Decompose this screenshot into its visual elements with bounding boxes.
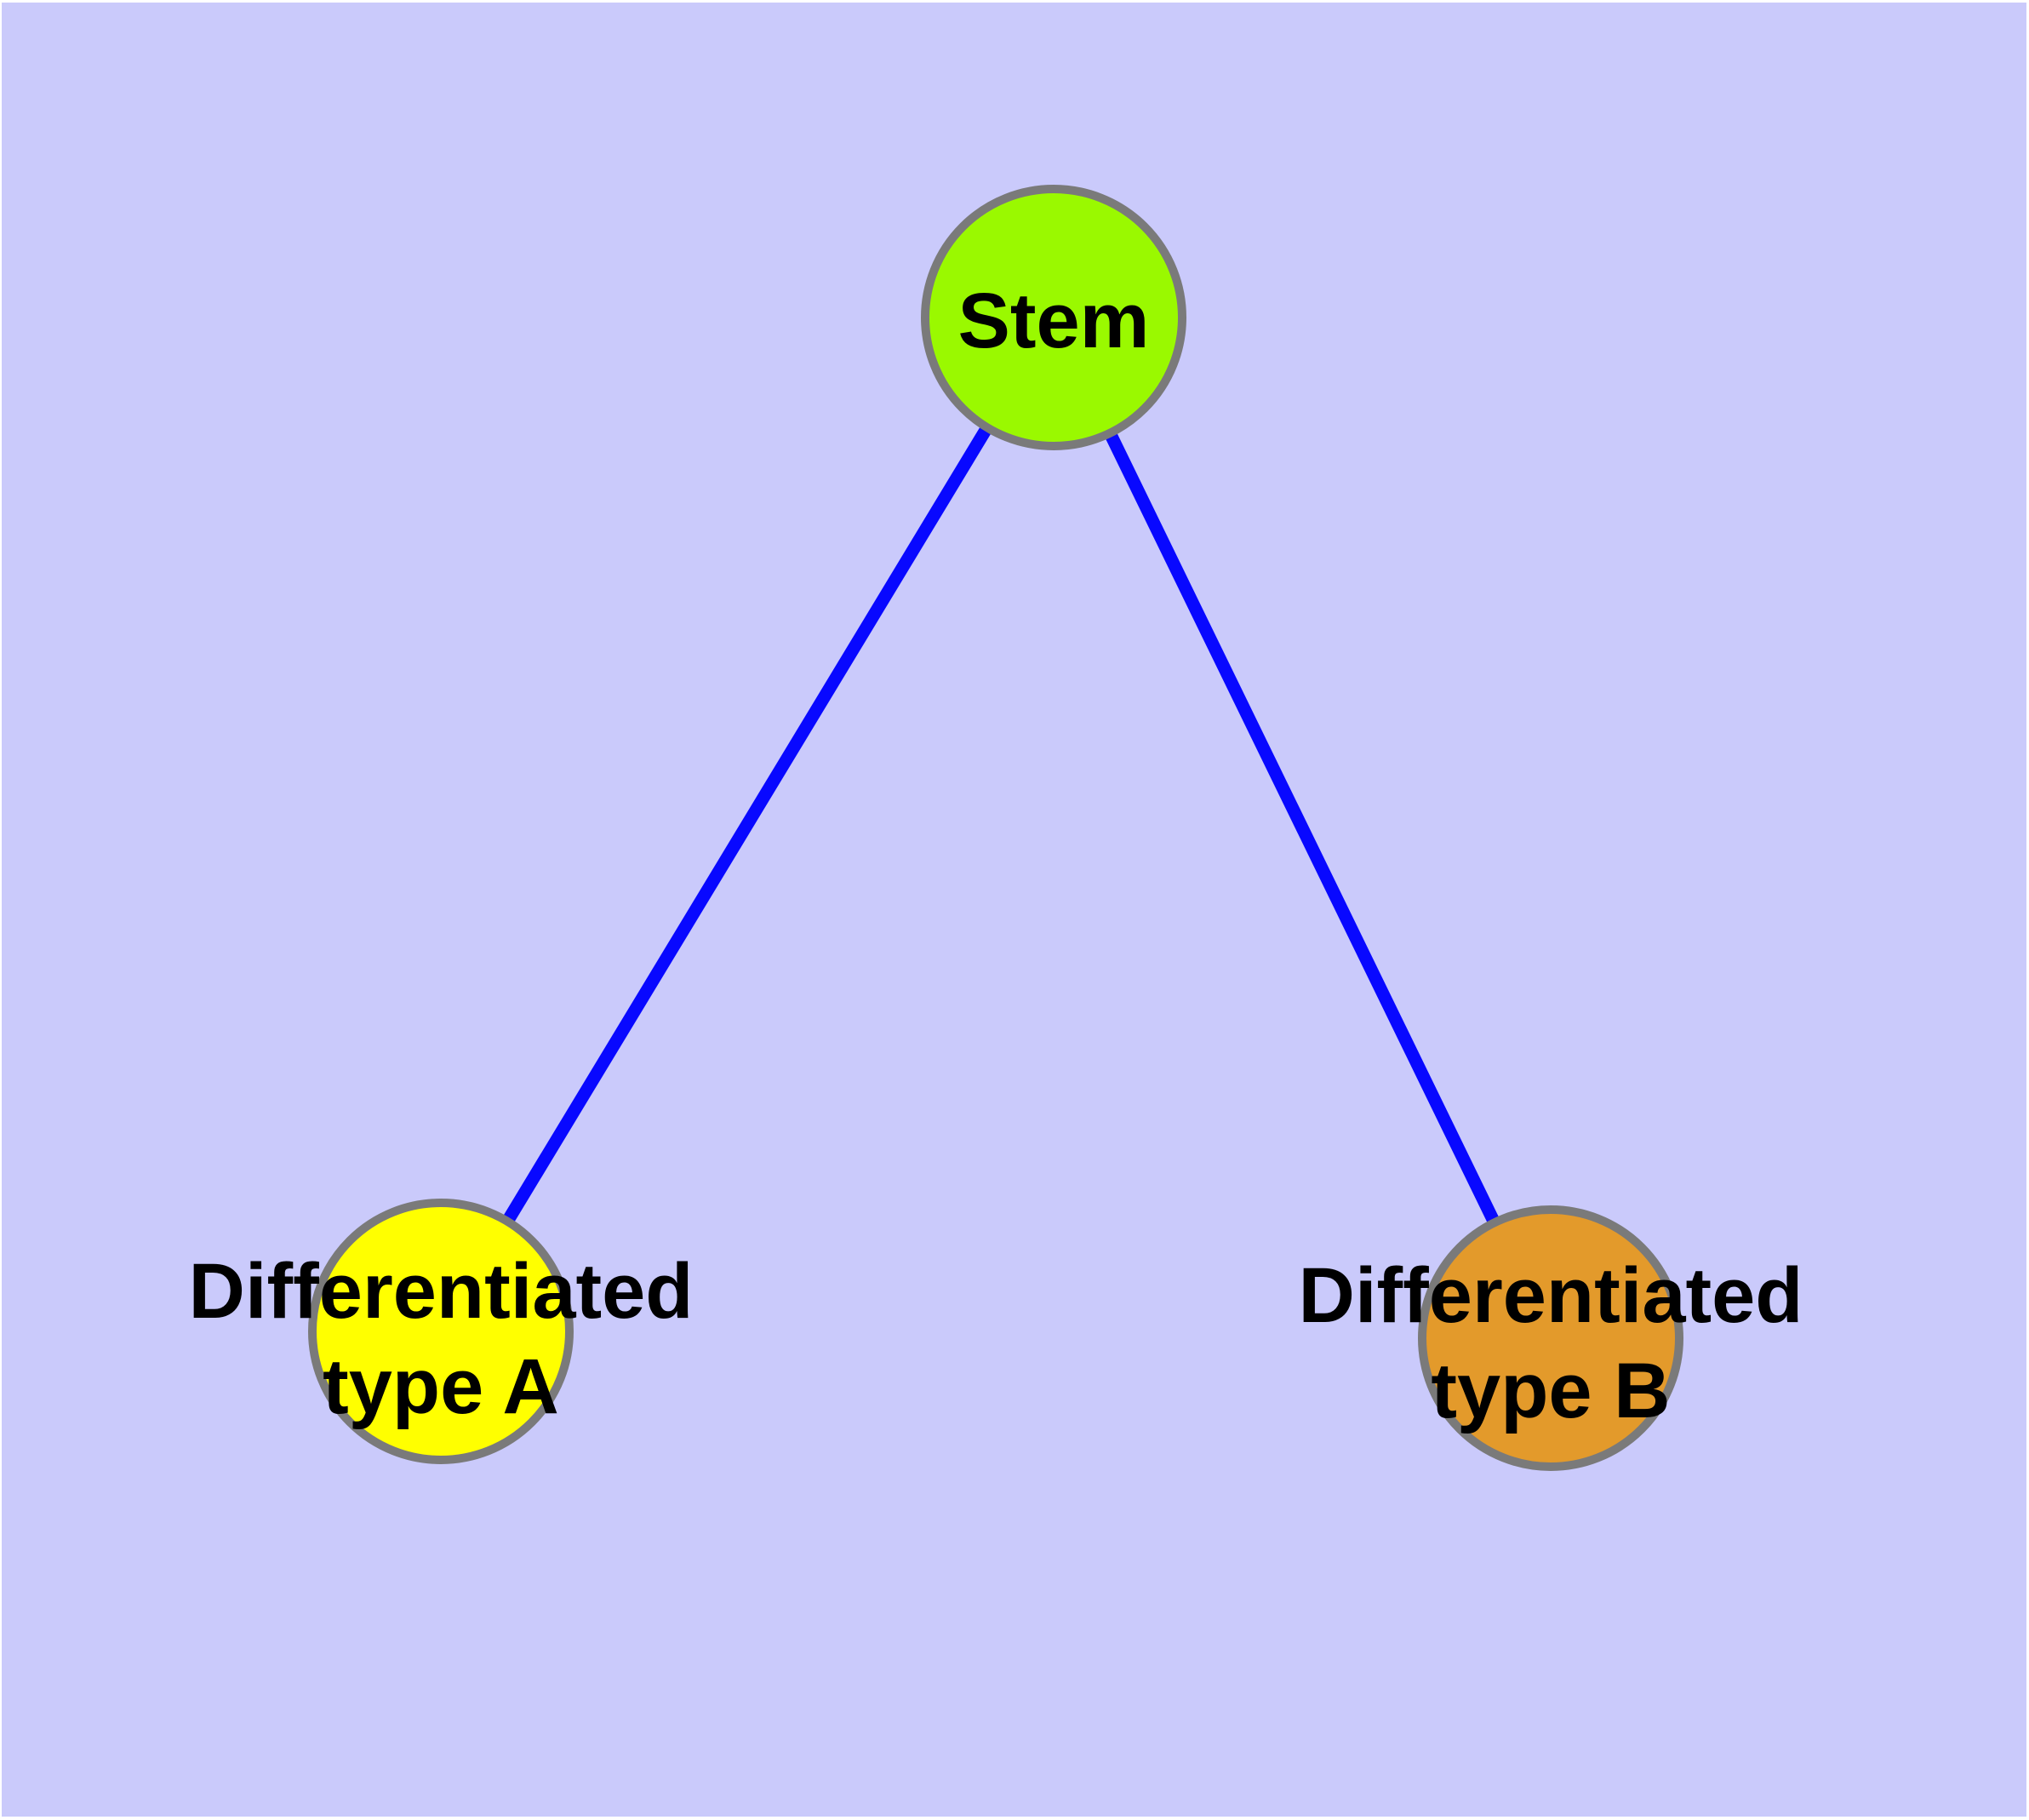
edge-stem-to-differentiated-type-a — [435, 314, 1060, 1335]
differentiated-type-a-node — [308, 1199, 574, 1464]
edge-stem-to-differentiated-type-b — [1048, 314, 1557, 1342]
edge-group — [435, 314, 1557, 1342]
node-group — [308, 185, 1683, 1471]
label-group: Stem Differentiated type A Differentiate… — [189, 278, 1803, 1434]
stem-node-label: Stem — [958, 278, 1150, 364]
differentiated-type-a-label-line2: type A — [323, 1343, 559, 1430]
stem-node — [921, 185, 1186, 450]
differentiated-type-b-node — [1418, 1205, 1683, 1471]
differentiated-type-b-label-line1: Differentiated — [1299, 1252, 1803, 1339]
differentiated-type-b-label-line2: type B — [1431, 1348, 1670, 1434]
differentiated-type-a-label-line1: Differentiated — [189, 1248, 694, 1335]
